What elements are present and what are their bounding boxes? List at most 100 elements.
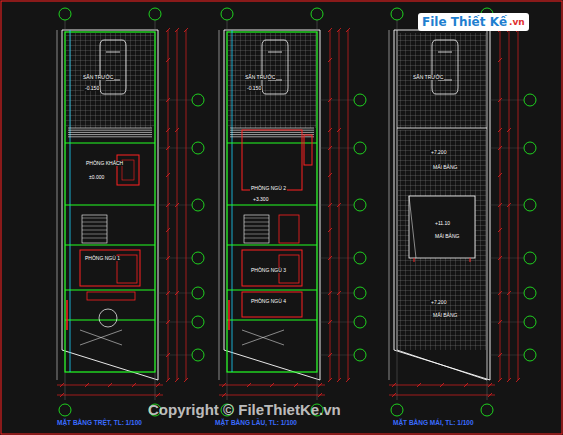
level-mark: -0.150 (84, 86, 100, 91)
plan-stroke (244, 222, 269, 223)
plan-stroke (392, 393, 396, 397)
plan-stroke (82, 218, 107, 219)
axis-bubble (524, 94, 536, 106)
plan-stroke (279, 215, 299, 243)
plan-stroke (166, 146, 170, 150)
plan-stroke (346, 28, 350, 32)
building-outline (62, 30, 158, 380)
plan-stroke (337, 378, 341, 382)
room-name: PHÒNG NGỦ 1 (84, 256, 121, 261)
axis-bubble (354, 199, 366, 211)
plan-stroke (228, 33, 316, 128)
plan-stroke (498, 291, 502, 295)
plan-stroke (219, 30, 220, 380)
plan-stroke (219, 395, 325, 396)
plan-stroke (490, 100, 524, 101)
plan-stroke (318, 393, 322, 397)
plan-stroke (166, 173, 170, 177)
plan-stroke (80, 330, 122, 345)
plan-stroke (108, 383, 112, 387)
plan-stroke (244, 218, 269, 219)
plan-stroke (328, 146, 332, 150)
plan-stroke (70, 30, 71, 372)
plan-stroke (318, 383, 322, 387)
plan-stroke (398, 130, 486, 350)
plan-stroke (320, 205, 354, 206)
plan-stroke (498, 146, 502, 150)
plan-stroke (244, 226, 269, 227)
plan-stroke (498, 256, 502, 260)
room-name: SÂN TRƯỚC (244, 75, 276, 80)
plan-caption: MẶT BẰNG LẦU, TL: 1/100 (214, 420, 298, 427)
logo-box: File Thiết Kế.vn (418, 13, 529, 31)
plan-stroke (166, 28, 170, 32)
plan-stroke (242, 330, 284, 345)
axis-bubble (192, 199, 204, 211)
axis-bubble (524, 252, 536, 264)
plan-stroke (487, 30, 488, 380)
axis-bubble (354, 94, 366, 106)
plan-stroke (57, 30, 58, 380)
plan-stroke (158, 258, 192, 259)
plan-stroke (166, 291, 170, 295)
axis-bubble (149, 8, 161, 20)
plan-stroke (328, 228, 332, 232)
plan-stroke (244, 230, 269, 231)
plan-stroke (87, 292, 135, 300)
plan-stroke (158, 205, 192, 206)
plan-stroke (184, 28, 188, 32)
plan-stroke (328, 98, 332, 102)
plan-stroke (490, 148, 524, 149)
plan-stroke (490, 355, 524, 356)
axis-bubble (221, 8, 233, 20)
axis-bubble (524, 142, 536, 154)
plan-stroke (166, 256, 170, 260)
plan-stroke (132, 383, 136, 387)
plan-stroke (227, 32, 317, 372)
axis-bubble (354, 142, 366, 154)
axis-bubble (354, 316, 366, 328)
plan-stroke (328, 203, 332, 207)
plan-stroke (247, 383, 251, 387)
axis-bubble (354, 349, 366, 361)
plan-stroke (65, 142, 155, 143)
plan-stroke (166, 378, 170, 382)
plan-stroke (270, 383, 274, 387)
plan-stroke (65, 244, 155, 245)
level-mark: -0.150 (246, 86, 262, 91)
axis-bubble (192, 252, 204, 264)
plan-stroke (230, 128, 314, 129)
plan-stroke (230, 134, 314, 135)
plan-stroke (230, 132, 314, 133)
plan-stroke (348, 30, 349, 380)
plan-stroke (65, 319, 155, 320)
plan-stroke (158, 322, 192, 323)
plan-stroke (320, 148, 354, 149)
plan-stroke (65, 32, 155, 372)
plan-stroke (490, 322, 524, 323)
level-mark: +7.200 (430, 150, 447, 155)
plan-stroke (498, 353, 502, 357)
plan-stroke (337, 203, 341, 207)
plan-stroke (166, 320, 170, 324)
plan-stroke (507, 128, 511, 132)
plan-stroke (68, 136, 152, 137)
plan-stroke (328, 128, 332, 132)
room-name: PHÒNG NGỦ 3 (250, 268, 287, 273)
axis-bubble (192, 142, 204, 154)
axis-bubble (481, 404, 493, 416)
plan-stroke (518, 30, 519, 380)
level-mark: +7.200 (430, 300, 447, 305)
plan-stroke (507, 378, 511, 382)
plan-stroke (166, 128, 170, 132)
plan-stroke (82, 230, 107, 231)
plan-stroke (328, 58, 332, 62)
axis-bubble (524, 316, 536, 328)
plan-stroke (242, 130, 302, 190)
axis-bubble (59, 8, 71, 20)
plan-stroke (80, 250, 140, 286)
axis-bubble (59, 404, 71, 416)
plan-stroke (60, 393, 64, 397)
axis-bubble (354, 287, 366, 299)
plan-stroke (320, 100, 354, 101)
